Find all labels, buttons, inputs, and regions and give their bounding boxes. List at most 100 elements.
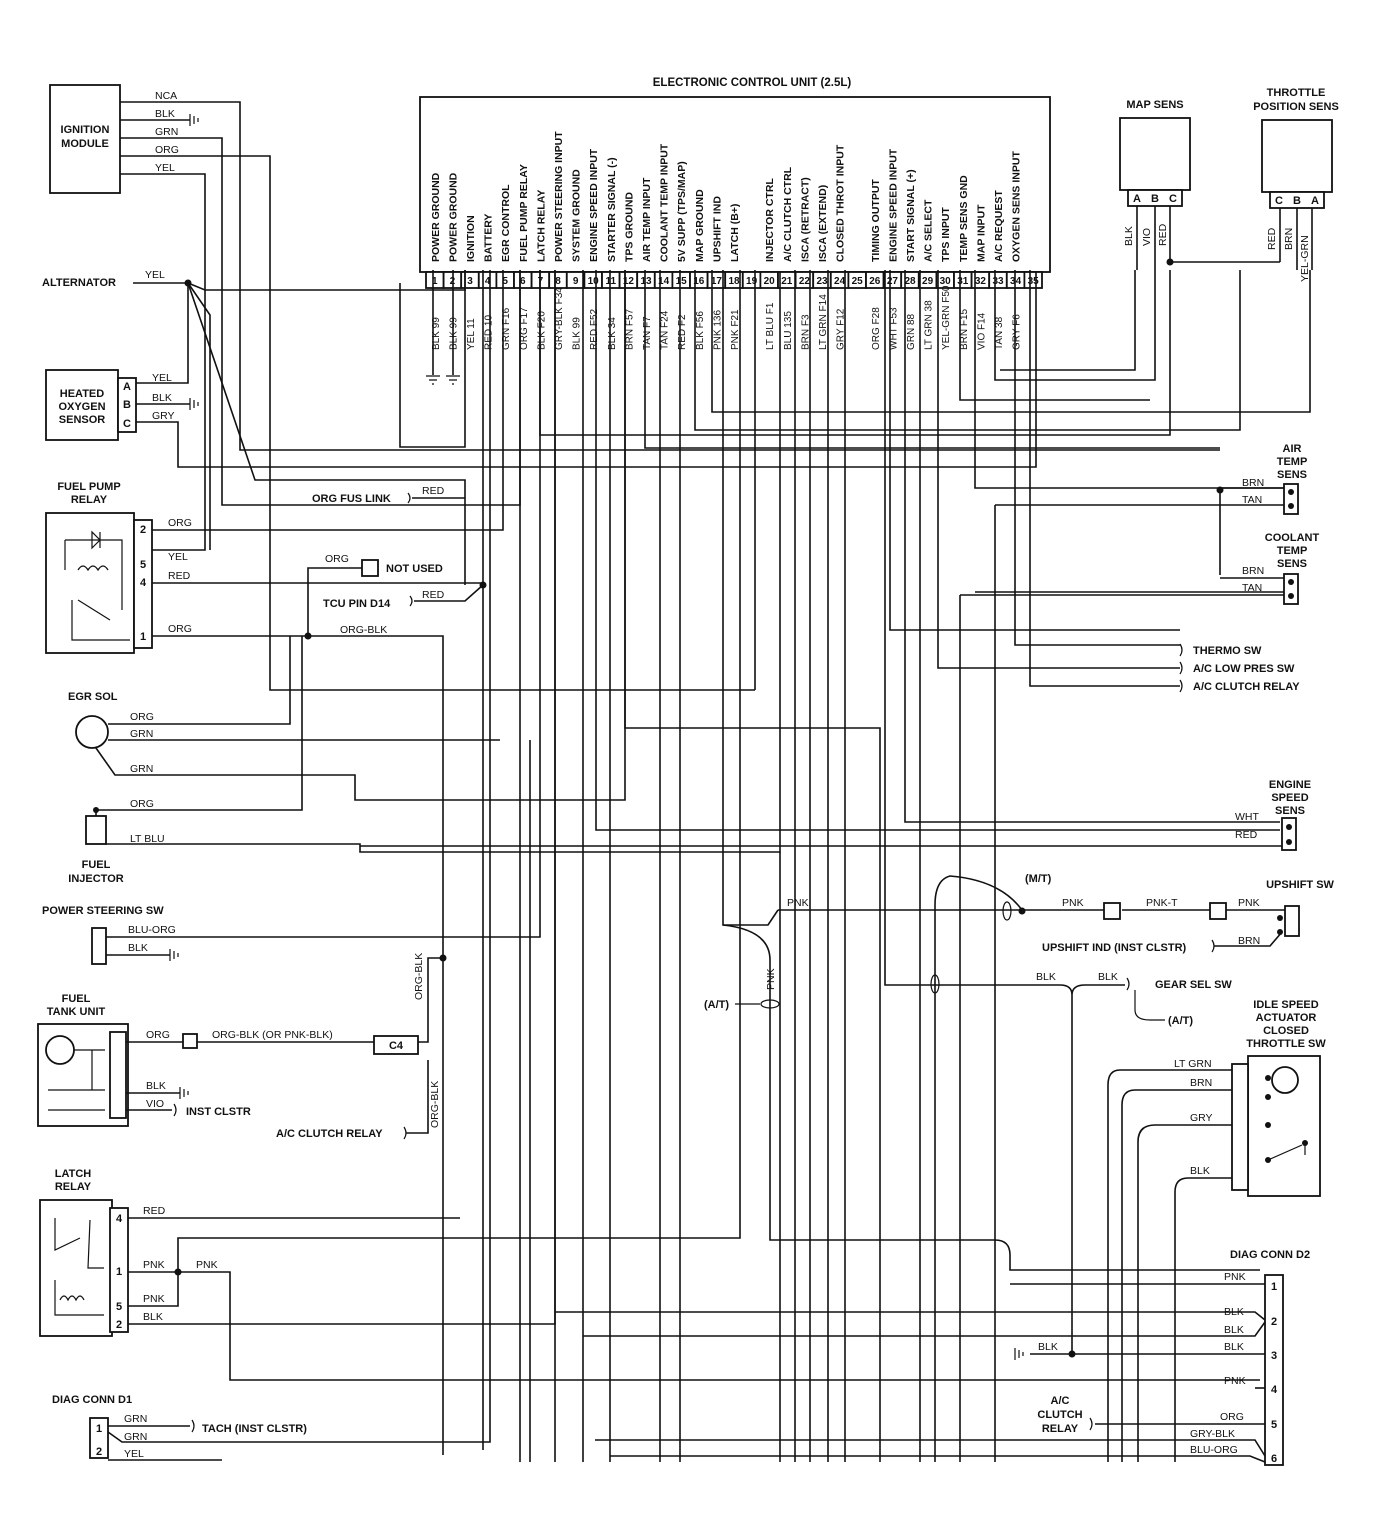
- ecu-pin-wire: BLK 99: [448, 317, 459, 350]
- isa-gry-wire: [1137, 1124, 1232, 1462]
- not-used-label: NOT USED: [386, 563, 443, 575]
- o2-title-1: HEATED: [60, 388, 104, 400]
- tps-pin-a: A: [1311, 195, 1319, 207]
- tps-pin-c: C: [1275, 195, 1283, 207]
- trunk-12: [624, 270, 881, 1462]
- map-pin-a: A: [1133, 193, 1141, 205]
- cool-wire-tan: TAN: [1242, 582, 1262, 594]
- map-wire-vio: VIO: [1141, 228, 1153, 246]
- isa-motor-symbol: [1271, 1066, 1299, 1094]
- ecu-pin-wire: TAN F24: [660, 310, 671, 350]
- ecu-pin-function: INJECTOR CTRL: [764, 178, 776, 262]
- gear-select-switch: (A/T) PNK BLK BLK GEAR SEL SW (A/T): [704, 270, 1260, 1355]
- o2-title-3: SENSOR: [59, 414, 106, 426]
- coolant-sensor-symbol: [1283, 573, 1299, 605]
- splice-symbol: [930, 974, 940, 994]
- coolant-temp-sensor: COOLANT TEMP SENS BRN TAN: [960, 532, 1319, 605]
- isa-ltgrn-wire: [1107, 1069, 1232, 1462]
- ess-wire-red: RED: [1235, 829, 1258, 841]
- ps-title: POWER STEERING SW: [42, 905, 164, 917]
- cool-wire-brn: BRN: [1242, 565, 1264, 577]
- ecu-pin-wire: YEL-GRN F50: [941, 285, 952, 350]
- ess-title-1: ENGINE: [1269, 779, 1311, 791]
- ecu-pin-wire: BLK F20: [536, 311, 547, 350]
- diag2-pin-6: 6: [1271, 1453, 1277, 1465]
- trunk-misc: [959, 505, 1290, 1462]
- trunk-32: [994, 270, 1156, 381]
- o2-wire-yel: YEL: [152, 372, 172, 384]
- tps-wires: [1279, 208, 1313, 270]
- upshift-pnk-mid: PNK: [787, 897, 809, 909]
- isa-wire-blk: BLK: [1190, 1165, 1210, 1177]
- ecu-pin-number: 13: [640, 276, 652, 287]
- pnk-connector-1: [1103, 902, 1121, 920]
- o2-pin-a: A: [123, 381, 131, 393]
- ecu-pin-function: EGR CONTROL: [500, 184, 512, 262]
- trunk-10: [595, 270, 1280, 831]
- ecu-pin-function: POWER GROUND: [447, 172, 459, 262]
- ecu-pin-number: 22: [799, 276, 811, 287]
- d2-ground-blk: BLK: [1038, 1341, 1058, 1353]
- isa-title-4: THROTTLE SW: [1246, 1038, 1326, 1050]
- fuel-tank-unit: FUEL TANK UNIT C4 INST CLSTR ORG ORG-BLK…: [37, 953, 447, 1140]
- egr-title: EGR SOL: [68, 691, 118, 703]
- gear-sel-label: GEAR SEL SW: [1155, 979, 1232, 991]
- upshift-wire-brn: BRN: [1238, 935, 1260, 947]
- tps-wire-red: RED: [1266, 227, 1278, 250]
- latch-switch: [54, 1218, 104, 1269]
- ground-symbol: [189, 114, 199, 126]
- tcu-red: RED: [422, 589, 445, 601]
- isa-blk-wire: [1174, 1177, 1232, 1462]
- ecu-pin-function: TIMING OUTPUT: [870, 179, 882, 262]
- ecu-pin-function: POWER STEERING INPUT: [553, 131, 565, 262]
- ecu-pin-function: TPS INPUT: [940, 207, 952, 262]
- ecu-pin-wire: PNK F21: [730, 309, 741, 350]
- ecu-pin-function: STARTER SIGNAL (-): [606, 157, 618, 262]
- ecu-pin-function: LATCH (B+): [729, 204, 741, 262]
- engine-speed-sensor: ENGINE SPEED SENS WHT RED: [360, 779, 1311, 851]
- tank-connector: [109, 1031, 127, 1119]
- diag1-pin-2: 2: [96, 1446, 102, 1458]
- ecu-pin-wire: VIO F14: [976, 312, 987, 350]
- ecu-pin-number: 25: [852, 276, 864, 287]
- ecu-pin-wire: BRN F15: [959, 308, 970, 350]
- ecu-pin-wire: TAN 38: [994, 316, 1005, 350]
- ecu-pin-function: START SIGNAL (+): [905, 169, 917, 262]
- latch-pnk-5: [128, 1272, 179, 1307]
- egr-wire-grn: GRN: [130, 728, 153, 740]
- upshift-ind-label: UPSHIFT IND (INST CLSTR): [1042, 942, 1187, 954]
- tank-wire-org: ORG: [146, 1029, 170, 1041]
- o2-wire-blk: BLK: [152, 392, 172, 404]
- ign-wire-nca: NCA: [155, 90, 177, 102]
- ground-symbol: [189, 398, 199, 410]
- pnk-connector-2: [1209, 902, 1227, 920]
- alternator-wire: [133, 270, 466, 291]
- pin-dot: [1288, 503, 1294, 509]
- ecu-pin-number: 1: [432, 276, 438, 287]
- tach-label: TACH (INST CLSTR): [202, 1423, 307, 1435]
- latch-wire-pnk-b: PNK: [196, 1259, 218, 1271]
- o2-gry-wire: [136, 272, 1037, 468]
- ecu-pin-wire: TAN F7: [642, 316, 653, 350]
- ecu-pin-wire: GRN 88: [906, 313, 917, 350]
- injector-symbol: [85, 815, 107, 845]
- ecu-box: [419, 96, 1051, 273]
- fuel-injector: ORG LT BLU FUEL INJECTOR: [68, 272, 781, 885]
- map-wire-blk: BLK: [1123, 226, 1135, 246]
- ecu-pin-number: 10: [588, 276, 600, 287]
- d2-wire-grybk: GRY-BLK: [1190, 1428, 1235, 1440]
- trunk-26: [889, 270, 1180, 631]
- diag-conn-d1: DIAG CONN D1 1 2 TACH (INST CLSTR) GRN G…: [52, 270, 491, 1461]
- c4-label: C4: [389, 1040, 404, 1052]
- d2-wire-blk-3: BLK: [1224, 1341, 1244, 1353]
- d2-wire-bluorg: BLU-ORG: [1190, 1444, 1238, 1456]
- relay-switch: [71, 599, 130, 641]
- isa-brn-wire: [1121, 1089, 1232, 1462]
- ecu-pin-number: 35: [1028, 276, 1040, 287]
- latch-connector: [109, 1207, 129, 1333]
- ecu-pin-function: FUEL PUMP RELAY: [518, 164, 530, 262]
- diag2-pin-2: 2: [1271, 1316, 1277, 1328]
- ecu-pin-function: ISCA (EXTEND): [817, 185, 829, 262]
